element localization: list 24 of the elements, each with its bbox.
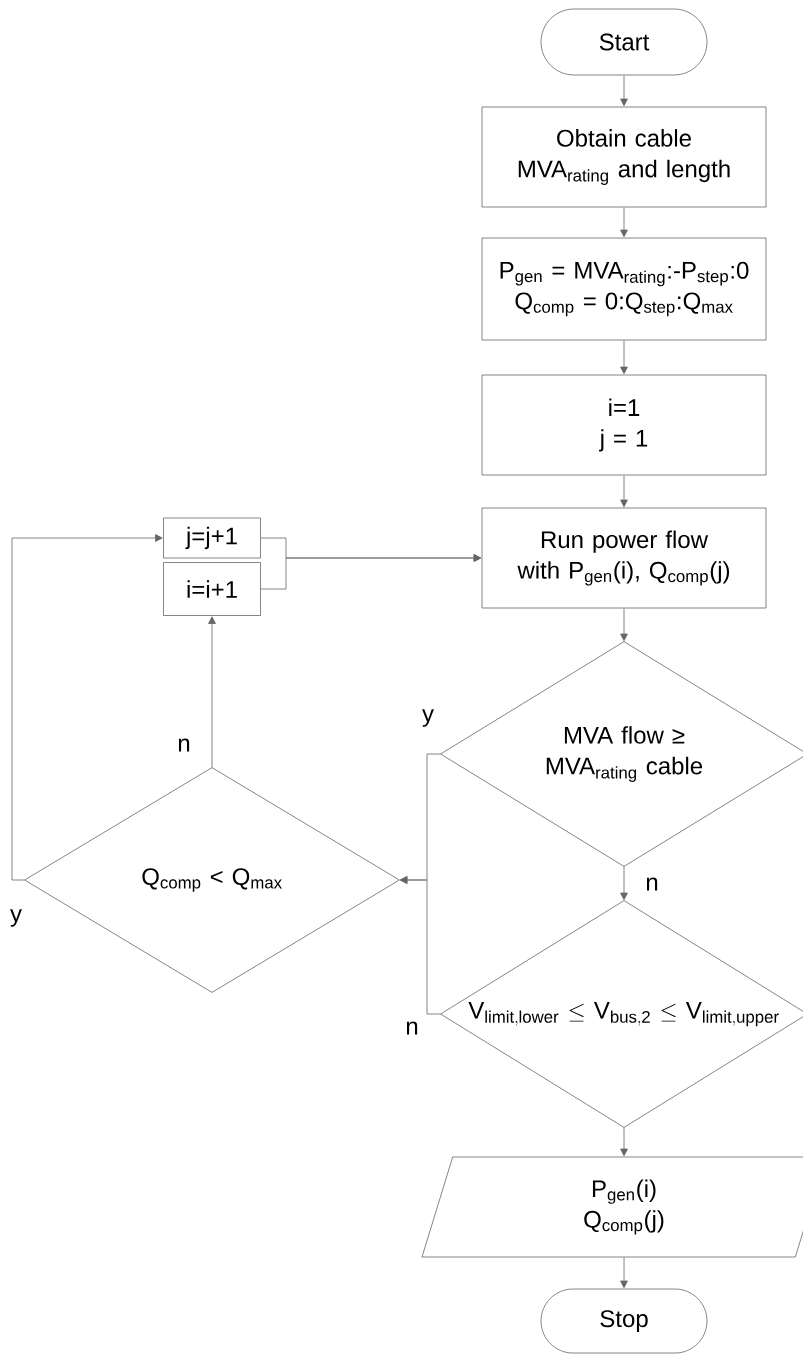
- arrow: [620, 207, 628, 238]
- edge-label: y: [420, 707, 436, 729]
- arrow: [620, 475, 628, 508]
- arrow: [620, 608, 628, 642]
- process-box: j=j+1: [163, 517, 261, 559]
- arrow: [620, 75, 628, 107]
- arrow: [620, 340, 628, 375]
- edge-label: n: [176, 737, 192, 753]
- arrow: [399, 876, 441, 1015]
- arrow: [208, 616, 216, 768]
- arrow: [620, 866, 628, 901]
- arrow: [260, 554, 482, 590]
- arrow: [11, 534, 163, 881]
- process-box: Run power flow with P$_{gen}$(i), Q$_{comp}$(j): [481, 507, 767, 609]
- edge-label: n: [404, 1020, 420, 1036]
- process-box: Obtain cable MVA$_{rating}$ and length: [481, 106, 767, 208]
- edge-label: y: [8, 907, 24, 929]
- process-box: i=1 j = 1: [481, 374, 767, 476]
- edge-label: n: [644, 876, 660, 892]
- arrow: [620, 1257, 628, 1289]
- arrow: [620, 1127, 628, 1157]
- process-box: P$_{gen}$ = MVA$_{rating}$:-P$_{step}$:0 Q$_{comp}$ = 0:Q$_{step}$:Q$_{max}$: [481, 237, 767, 341]
- process-box: i=i+1: [163, 562, 261, 616]
- output-parallelogram: P$_{gen}$(i) Q$_{comp}$(j): [421, 1156, 803, 1258]
